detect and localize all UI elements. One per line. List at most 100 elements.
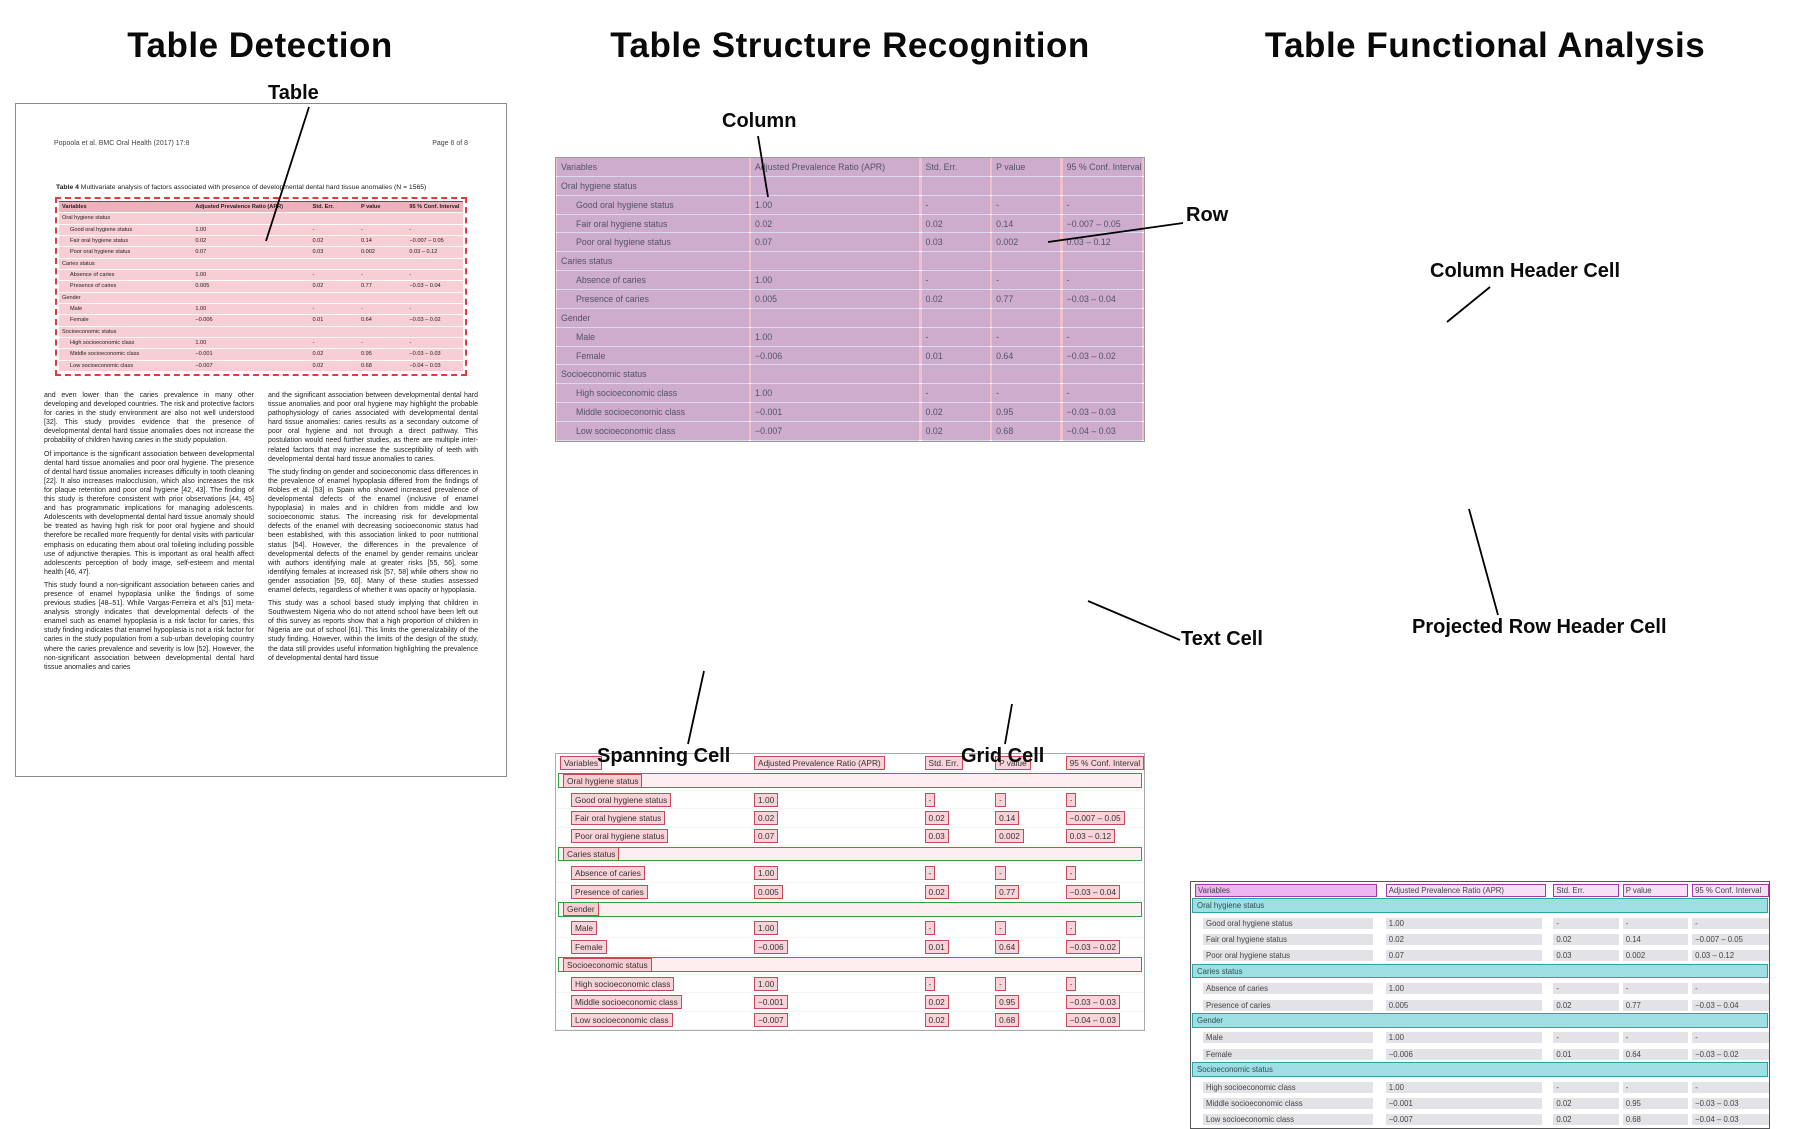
- grid-cell: 1.00: [192, 270, 309, 280]
- grid-cell: −0.03 – 0.02: [1688, 1046, 1769, 1062]
- grid-cell: Female: [1191, 1046, 1382, 1062]
- cell-text: 0.005: [754, 884, 783, 899]
- grid-cell: Fair oral hygiene status: [59, 236, 192, 246]
- grid-cell: High socioeconomic class: [59, 338, 192, 348]
- cell-text: -: [995, 792, 1006, 807]
- cell-text: -: [1066, 199, 1070, 210]
- cell-text: 0.64: [360, 317, 372, 324]
- cell-text: -: [996, 199, 1000, 210]
- grid-cell: 0.02: [921, 215, 992, 233]
- table-spanning-row: Gender: [556, 901, 1144, 920]
- cell-text: 0.02: [925, 218, 943, 229]
- grid-cell: -: [1688, 980, 1769, 996]
- cell-text: -: [360, 226, 363, 233]
- grid-cell: 1.00: [192, 225, 309, 235]
- cell-text: -: [925, 275, 929, 286]
- grid-cell: −0.03 – 0.04: [1062, 290, 1144, 308]
- cell-text: -: [1553, 983, 1619, 995]
- grid-cell: −0.007: [192, 361, 309, 371]
- grid-cell: Absence of caries: [1191, 980, 1382, 996]
- grid-cell: -: [991, 328, 1062, 346]
- grid-cell: −0.03 – 0.03: [1062, 993, 1144, 1010]
- grid-cell: 0.14: [358, 236, 406, 246]
- grid-cell: Middle socioeconomic class: [1191, 1095, 1382, 1111]
- grid-cell: Absence of caries: [556, 864, 750, 881]
- cell-text: 0.68: [995, 1013, 1020, 1028]
- grid-cell: −0.007: [750, 1012, 921, 1029]
- grid-cell: Male: [556, 328, 750, 346]
- column-header-cell: P value: [991, 158, 1062, 176]
- cell-text: -: [924, 976, 936, 991]
- cell-text: -: [1065, 976, 1077, 991]
- grid-cell: 0.77: [991, 883, 1062, 900]
- grid-cell: High socioeconomic class: [556, 975, 750, 992]
- cell-text: Poor oral hygiene status: [576, 237, 671, 248]
- cell-text: -: [996, 388, 1000, 399]
- column-header-cell: Std. Err.: [1549, 882, 1619, 898]
- cell-text: High socioeconomic class: [70, 340, 135, 347]
- grid-cell: 0.01: [309, 315, 357, 325]
- cell-text: 0.02: [925, 425, 943, 436]
- spanning-cell: Caries status: [558, 847, 1142, 862]
- grid-cell: 0.02: [921, 1012, 992, 1029]
- cell-text: 0.14: [1622, 933, 1689, 945]
- grid-cell: -: [991, 791, 1062, 808]
- cell-text: Oral hygiene status: [561, 180, 637, 191]
- cell-text: 0.14: [995, 810, 1020, 825]
- grid-cell: 0.07: [750, 828, 921, 845]
- cell-text: 1.00: [754, 866, 779, 881]
- grid-cell: -: [921, 271, 992, 289]
- cell-text: 0.01: [312, 317, 324, 324]
- cell-text: −0.007: [195, 362, 213, 369]
- cell-text: −0.03 – 0.04: [409, 283, 441, 290]
- grid-cell: 0.01: [921, 347, 992, 365]
- spanning-cell: Oral hygiene status: [1192, 898, 1768, 913]
- cell-text: Adjusted Prevalence Ratio (APR): [754, 755, 885, 770]
- body-paragraph: This study was a school based study impl…: [268, 600, 478, 662]
- grid-cell: 0.02: [309, 349, 357, 359]
- grid-cell: 0.02: [1382, 931, 1550, 947]
- grid-cell: Poor oral hygiene status: [556, 233, 750, 251]
- spanning-cell: Socioeconomic status: [556, 365, 1144, 383]
- cell-text: Female: [571, 939, 607, 954]
- cell-text: 1.00: [754, 976, 779, 991]
- grid-cell: 0.02: [750, 215, 921, 233]
- cell-text: −0.006: [195, 317, 213, 324]
- grid-cell: Presence of caries: [59, 281, 192, 291]
- grid-cell: 0.95: [991, 403, 1062, 421]
- cell-text: -: [1066, 388, 1070, 399]
- body-paragraph: This study found a non-significant assoc…: [44, 581, 254, 671]
- table-caption-text: Multivariate analysis of factors associa…: [78, 184, 427, 191]
- grid-cell: −0.04 – 0.03: [1062, 1012, 1144, 1029]
- cell-text: 0.02: [1553, 999, 1619, 1011]
- grid-cell: 0.02: [1549, 1112, 1619, 1128]
- cell-text: Std. Err.: [925, 161, 958, 172]
- grid-cell: 0.005: [750, 290, 921, 308]
- cell-text: 1.00: [755, 331, 773, 342]
- cell-text: 0.95: [996, 407, 1014, 418]
- cell-text: Poor oral hygiene status: [1203, 950, 1374, 962]
- cell-text: 0.68: [360, 362, 372, 369]
- cell-text: -: [1553, 1032, 1619, 1044]
- cell-text: 1.00: [195, 306, 207, 313]
- cell-text: 0.005: [755, 293, 778, 304]
- cell-text: 0.02: [925, 407, 943, 418]
- callout-line-projected-row-header-cell: [1468, 508, 1499, 616]
- grid-cell: Fair oral hygiene status: [1191, 931, 1382, 947]
- cell-text: −0.007 – 0.05: [1692, 933, 1769, 945]
- grid-cell: -: [309, 270, 357, 280]
- grid-cell: Absence of caries: [556, 271, 750, 289]
- spanning-cell: Oral hygiene status: [59, 213, 463, 223]
- grid-cell: −0.03 – 0.03: [406, 349, 463, 359]
